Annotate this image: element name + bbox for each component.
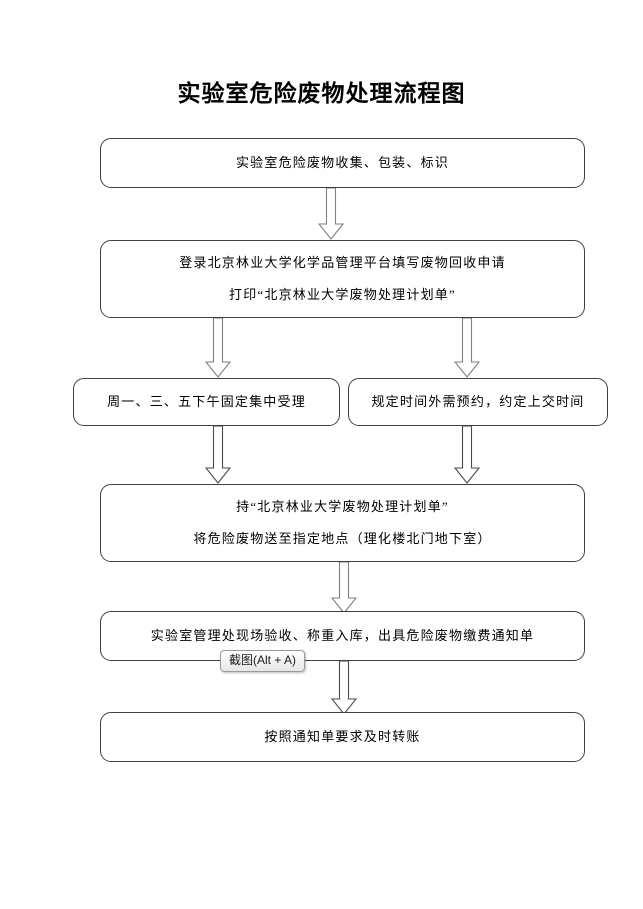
flow-step-deliver-line-2: 将危险废物送至指定地点（理化楼北门地下室） <box>193 531 492 546</box>
flow-step-apply: 登录北京林业大学化学品管理平台填写废物回收申请 打印“北京林业大学废物处理计划单… <box>100 240 585 318</box>
flow-step-inspect: 实验室管理处现场验收、称重入库，出具危险废物缴费通知单 <box>100 611 585 661</box>
connector-arrow-inspect-to-pay <box>331 661 357 715</box>
flow-step-pay-line-1: 按照通知单要求及时转账 <box>264 728 421 744</box>
connector-arrow-apply-to-schedule-appointment <box>454 318 480 378</box>
flow-step-schedule-fixed-line-1: 周一、三、五下午固定集中受理 <box>107 393 306 409</box>
flow-step-inspect-line-1: 实验室管理处现场验收、称重入库，出具危险废物缴费通知单 <box>150 627 535 643</box>
flow-step-apply-line-1: 登录北京林业大学化学品管理平台填写废物回收申请 <box>179 254 506 270</box>
flow-step-deliver-line-1: 持“北京林业大学废物处理计划单” <box>236 498 449 514</box>
flow-step-collect: 实验室危险废物收集、包装、标识 <box>100 138 585 188</box>
page-title: 实验室危险废物处理流程图 <box>177 81 466 106</box>
connector-arrow-deliver-to-inspect <box>331 562 357 614</box>
flow-step-pay: 按照通知单要求及时转账 <box>100 712 585 762</box>
connector-arrow-schedule-fixed-to-deliver <box>205 426 231 484</box>
flow-step-deliver: 持“北京林业大学废物处理计划单” 将危险废物送至指定地点（理化楼北门地下室） <box>100 484 585 562</box>
screenshot-tooltip[interactable]: 截图(Alt + A) <box>220 650 306 672</box>
flow-step-collect-line-1: 实验室危险废物收集、包装、标识 <box>235 154 449 170</box>
flow-step-schedule-fixed: 周一、三、五下午固定集中受理 <box>73 378 340 426</box>
flow-step-schedule-appointment-line-1: 规定时间外需预约，约定上交时间 <box>371 393 585 409</box>
connector-arrow-apply-to-schedule-fixed <box>205 318 231 378</box>
connector-arrow-collect-to-apply <box>318 188 344 240</box>
flow-step-schedule-appointment: 规定时间外需预约，约定上交时间 <box>348 378 608 426</box>
flow-step-apply-line-2: 打印“北京林业大学废物处理计划单” <box>229 287 456 302</box>
connector-arrow-schedule-appointment-to-deliver <box>454 426 480 484</box>
